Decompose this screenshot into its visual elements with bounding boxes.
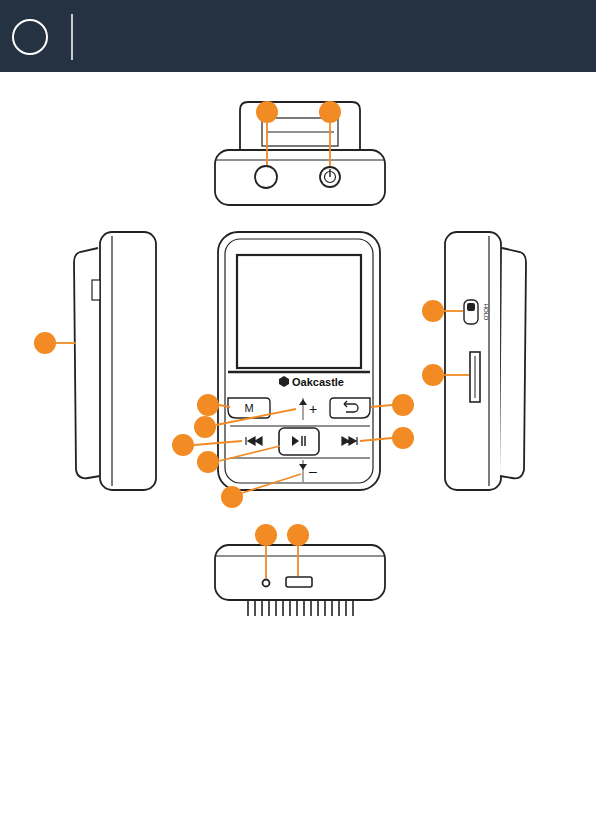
- header-divider: [71, 14, 73, 60]
- play-symbol: [292, 436, 299, 446]
- back-symbol-head: [344, 401, 347, 407]
- brand-name: Oakcastle: [292, 377, 344, 388]
- down-divider: [303, 460, 304, 482]
- header-circle: [13, 20, 47, 54]
- front-view-body: [218, 232, 380, 490]
- front-bezel: [225, 239, 373, 483]
- button-letter: M: [244, 403, 253, 414]
- microphone-hole: [263, 580, 270, 587]
- device-views: [74, 102, 526, 616]
- top-view-seam: [215, 159, 385, 160]
- clip-side-left: [74, 248, 100, 478]
- up-divider: [303, 398, 304, 420]
- pause-symbol: [302, 436, 305, 446]
- next-symbol: [342, 437, 357, 445]
- clip-teeth: [245, 600, 357, 616]
- power-button: [320, 167, 340, 187]
- bottom-view-body: [215, 545, 385, 600]
- left-view-body: [100, 232, 156, 490]
- callout-circles: [34, 101, 444, 546]
- right-view-body: [445, 232, 501, 490]
- right-view-seam: [488, 236, 489, 486]
- micro-usb-port: [286, 577, 312, 587]
- screen: [237, 255, 361, 368]
- logo-mark: [279, 376, 289, 387]
- leader-lines: [56, 123, 469, 578]
- clip-spring-line: [266, 132, 334, 133]
- volume-up-sign: +: [309, 402, 317, 416]
- card-slot-inner: [475, 356, 476, 398]
- clip-top: [240, 102, 360, 150]
- previous-symbol: [246, 437, 262, 445]
- clip-hinge-left: [92, 280, 100, 300]
- headphone-jack: [255, 166, 277, 188]
- header-bar: [0, 0, 596, 72]
- screen-band: [228, 371, 370, 374]
- clip-side-right: [500, 248, 526, 478]
- back-button: [330, 398, 370, 418]
- volume-down-sign: –: [309, 464, 317, 478]
- top-view-body: [215, 150, 385, 205]
- left-view-seam: [111, 236, 112, 486]
- power-symbol-bar: [329, 169, 330, 177]
- card-slot: [470, 352, 480, 402]
- hold-slider: [467, 303, 475, 311]
- hold-switch: [464, 300, 478, 324]
- play-button: [279, 428, 319, 455]
- switch-label: HOLD: [483, 304, 489, 321]
- bottom-view-seam: [215, 555, 385, 556]
